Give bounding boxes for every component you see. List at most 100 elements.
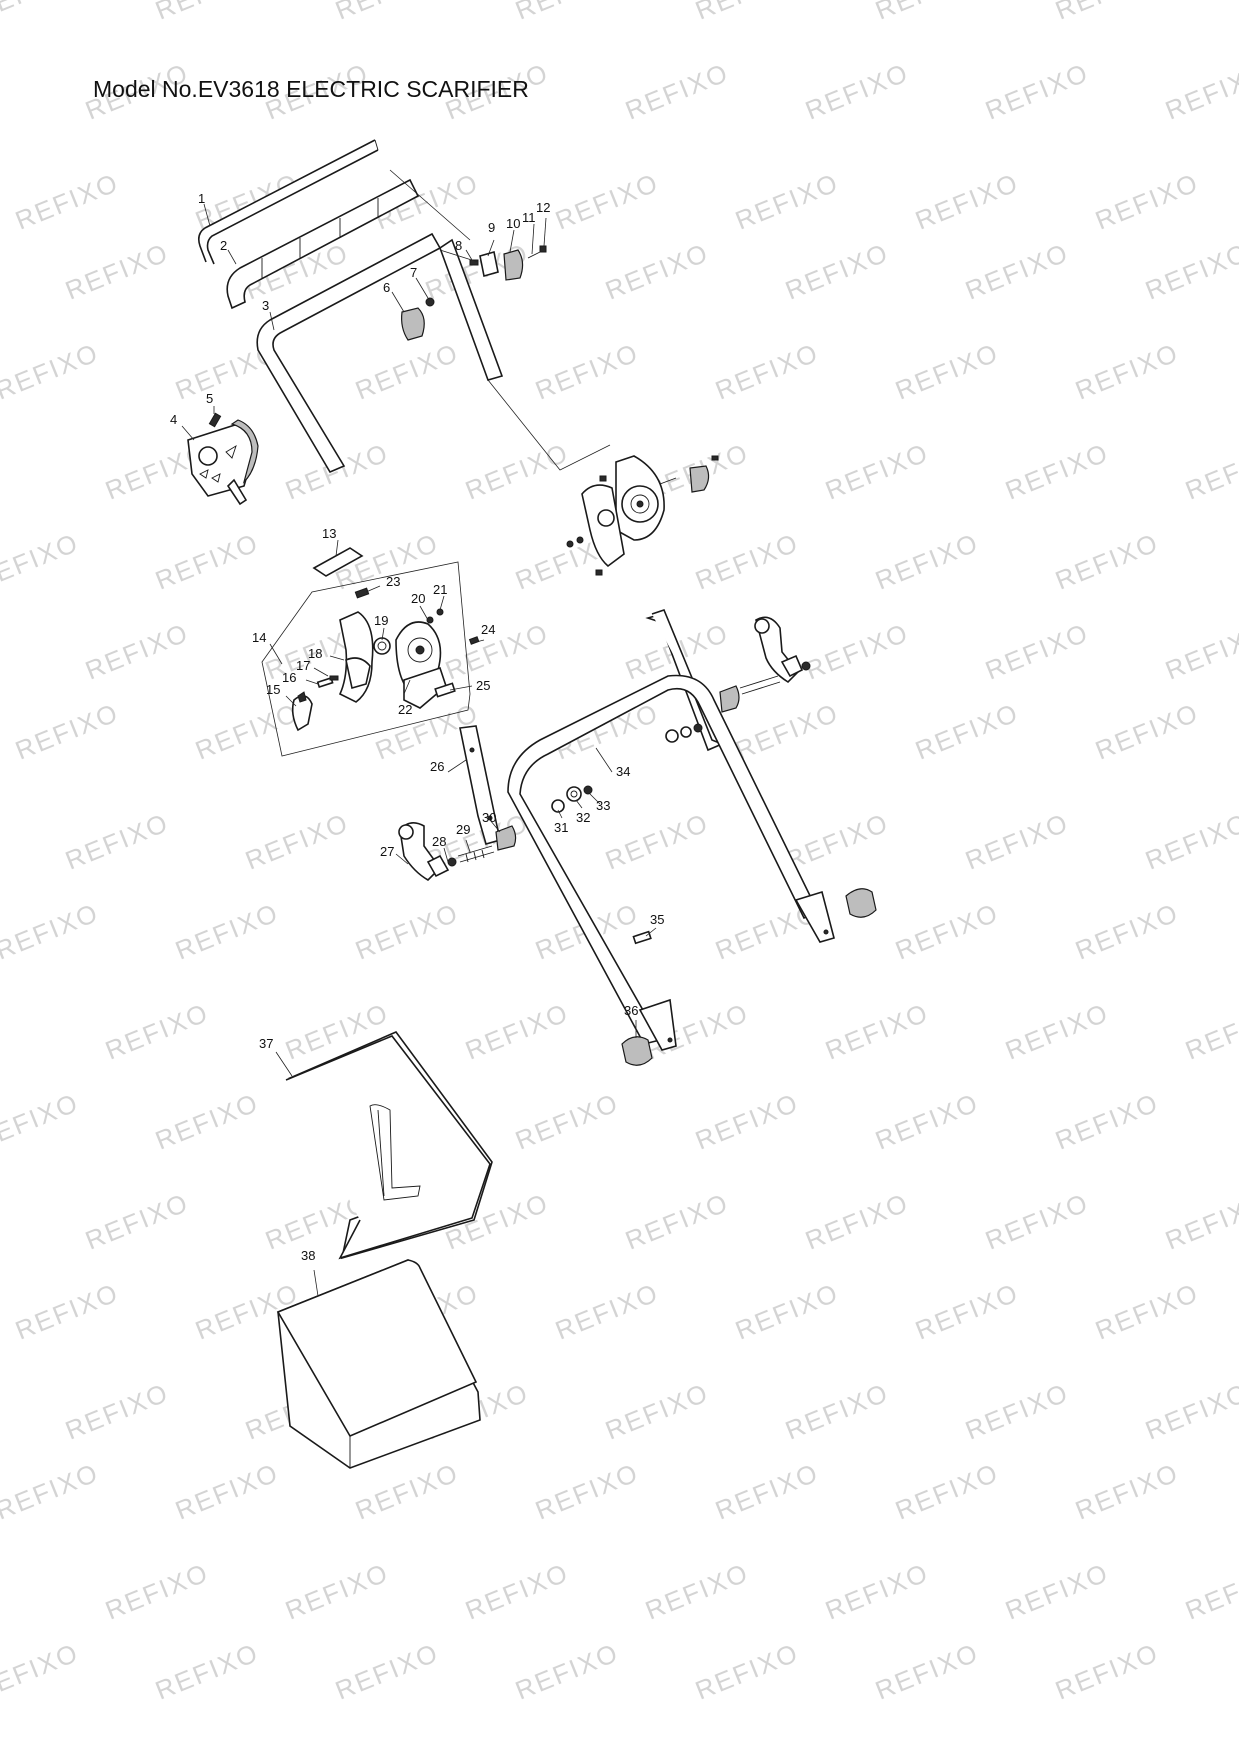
part-31-33-washer-nut — [551, 785, 593, 813]
watermark-text: REFIXO — [601, 1377, 713, 1446]
callout-2: 2 — [220, 238, 227, 253]
watermark-text: REFIXO — [1141, 237, 1239, 306]
part-37-flap — [285, 1031, 493, 1260]
watermark-text: REFIXO — [331, 1637, 443, 1706]
callout-13: 13 — [322, 526, 336, 541]
watermark-text: REFIXO — [0, 1457, 103, 1526]
callout-14: 14 — [252, 630, 266, 645]
knob-right — [845, 888, 877, 918]
watermark-text: REFIXO — [961, 237, 1073, 306]
watermark-text: REFIXO — [1141, 807, 1239, 876]
part-5-screw — [208, 412, 222, 428]
watermark-text: REFIXO — [711, 1457, 823, 1526]
part-3-upper-handle — [256, 232, 504, 474]
callout-11: 11 — [522, 210, 536, 225]
watermark-text: REFIXO — [621, 57, 733, 126]
watermark-text: REFIXO — [351, 897, 463, 966]
watermark-text: REFIXO — [461, 437, 573, 506]
part-13-cable-tie — [312, 547, 364, 577]
callout-33: 33 — [596, 798, 610, 813]
watermark-text: REFIXO — [781, 237, 893, 306]
watermark-text: REFIXO — [281, 1557, 393, 1626]
watermark-text: REFIXO — [0, 527, 83, 596]
part-36-knob — [621, 1036, 653, 1066]
watermark-text: REFIXO — [101, 997, 213, 1066]
watermark-text: REFIXO — [961, 1377, 1073, 1446]
callout-31: 31 — [554, 820, 568, 835]
watermark-text: REFIXO — [351, 337, 463, 406]
watermark-text: REFIXO — [981, 617, 1093, 686]
watermark-text: REFIXO — [891, 1457, 1003, 1526]
callout-26: 26 — [430, 759, 444, 774]
callout-27: 27 — [380, 844, 394, 859]
watermark-text: REFIXO — [351, 1457, 463, 1526]
watermark-text: REFIXO — [61, 807, 173, 876]
watermark-text: REFIXO — [441, 617, 553, 686]
watermark-text: REFIXO — [61, 1377, 173, 1446]
watermark-text: REFIXO — [891, 337, 1003, 406]
right-lever-assembly — [665, 616, 811, 743]
part-38-grass-box — [276, 1258, 481, 1469]
watermark-text: REFIXO — [871, 0, 983, 26]
watermark-text: REFIXO — [821, 997, 933, 1066]
watermark-text: REFIXO — [81, 1187, 193, 1256]
watermark-layer: REFIXO REFIXO REFIXO REFIXO REFIXO REFIXO REFI… — [0, 0, 1239, 1706]
callout-20: 20 — [411, 591, 425, 606]
watermark-text: REFIXO — [241, 807, 353, 876]
watermark-text: REFIXO — [801, 617, 913, 686]
watermark-text: REFIXO — [821, 437, 933, 506]
watermark-text: REFIXO — [281, 437, 393, 506]
page-title: Model No.EV3618 ELECTRIC SCARIFIER — [93, 76, 529, 102]
part-2-foam-grip — [226, 178, 420, 310]
watermark-text: REFIXO — [1181, 1557, 1239, 1626]
parts-layer — [187, 139, 877, 1469]
watermark-text: REFIXO — [531, 337, 643, 406]
watermark-text: REFIXO — [1141, 1377, 1239, 1446]
watermark-text: REFIXO — [981, 57, 1093, 126]
watermark-text: REFIXO — [1181, 437, 1239, 506]
callout-30: 30 — [482, 810, 496, 825]
callout-17: 17 — [296, 658, 310, 673]
callout-8: 8 — [455, 238, 462, 253]
callout-35: 35 — [650, 912, 664, 927]
watermark-text: REFIXO — [801, 57, 913, 126]
watermark-text: REFIXO — [0, 1087, 83, 1156]
callout-6: 6 — [383, 280, 390, 295]
watermark-text: REFIXO — [151, 1087, 263, 1156]
watermark-text: REFIXO — [1071, 897, 1183, 966]
watermark-text: REFIXO — [1161, 57, 1239, 126]
watermark-text: REFIXO — [1181, 997, 1239, 1066]
watermark-text: REFIXO — [801, 1187, 913, 1256]
watermark-text: REFIXO — [1071, 337, 1183, 406]
watermark-text: REFIXO — [551, 1277, 663, 1346]
watermark-text: REFIXO — [601, 237, 713, 306]
watermark-text: REFIXO — [461, 997, 573, 1066]
part-7-nut — [425, 297, 435, 307]
watermark-text: REFIXO — [531, 1457, 643, 1526]
part-1-upper-bar — [198, 139, 379, 265]
watermark-text: REFIXO — [781, 1377, 893, 1446]
watermark-text: REFIXO — [511, 1637, 623, 1706]
watermark-text: REFIXO — [1161, 1187, 1239, 1256]
callout-25: 25 — [476, 678, 490, 693]
watermark-text: REFIXO — [171, 897, 283, 966]
watermark-text: REFIXO — [511, 1087, 623, 1156]
watermark-text: REFIXO — [1091, 697, 1203, 766]
watermark-text: REFIXO — [151, 0, 263, 26]
watermark-text: REFIXO — [601, 807, 713, 876]
part-14-group-outline — [261, 561, 471, 757]
callout-18: 18 — [308, 646, 322, 661]
watermark-text: REFIXO — [1001, 1557, 1113, 1626]
callout-23: 23 — [386, 574, 400, 589]
callout-3: 3 — [262, 298, 269, 313]
watermark-text: REFIXO — [731, 1277, 843, 1346]
watermark-text: REFIXO — [1001, 997, 1113, 1066]
watermark-text: REFIXO — [821, 1557, 933, 1626]
watermark-text: REFIXO — [0, 0, 83, 26]
callout-29: 29 — [456, 822, 470, 837]
watermark-text: REFIXO — [731, 697, 843, 766]
watermark-text: REFIXO — [781, 807, 893, 876]
watermark-text: REFIXO — [911, 697, 1023, 766]
watermark-text: REFIXO — [101, 1557, 213, 1626]
